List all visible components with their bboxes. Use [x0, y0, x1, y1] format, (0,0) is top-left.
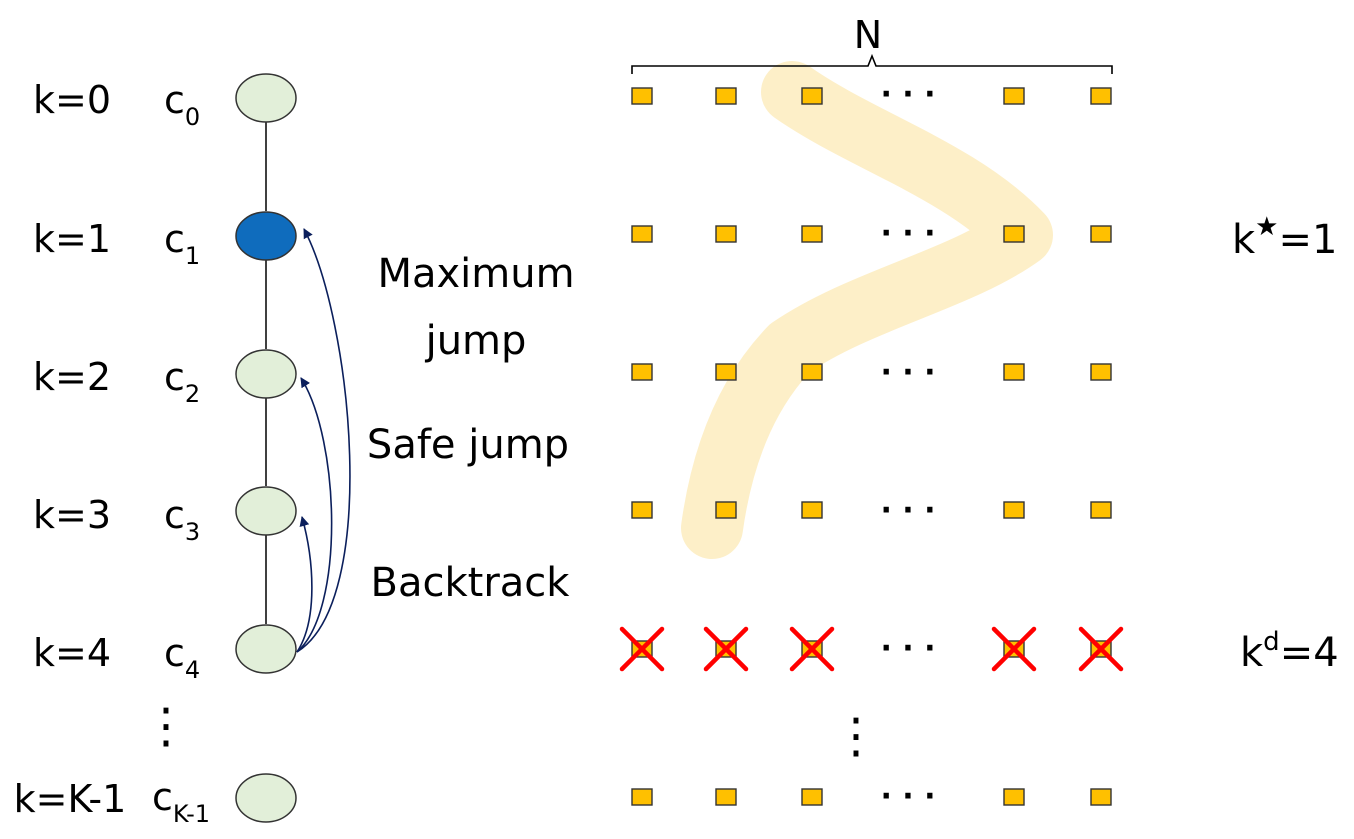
maximum-jump-arrow: [296, 228, 351, 653]
sample-square: [631, 225, 653, 243]
row-ellipsis: · · ·: [880, 216, 935, 251]
sample-square: [801, 87, 823, 105]
sample-square: [715, 788, 737, 806]
failure-cross: [991, 626, 1037, 672]
candidate-label: c3: [164, 493, 200, 546]
sample-square: [1003, 363, 1025, 381]
sample-square: [1003, 87, 1025, 105]
row-ellipses: · · · · · · · · · · · · · · · · · ·: [880, 77, 935, 814]
brace-label: N: [854, 13, 882, 57]
backtrack-label: Backtrack: [371, 560, 571, 606]
sample-square: [715, 363, 737, 381]
sample-square: [801, 501, 823, 519]
safe-jump-label: Safe jump: [367, 422, 569, 468]
sample-square: [631, 501, 653, 519]
maximum-jump-label-line2: jump: [425, 318, 527, 364]
level-label: k=0: [33, 78, 111, 122]
sample-square: [631, 87, 653, 105]
candidate-labels: c0 c1 c2 c3 c4 cK-1: [152, 78, 210, 828]
row-ellipsis: · · ·: [880, 493, 935, 528]
sample-square: [1090, 501, 1112, 519]
candidate-node: [235, 349, 297, 399]
level-label: k=4: [33, 631, 111, 675]
sample-square: [1003, 225, 1025, 243]
failure-cross: [789, 626, 835, 672]
candidate-label: c2: [164, 355, 200, 408]
row-ellipsis: · · ·: [880, 77, 935, 112]
failure-cross: [619, 626, 665, 672]
kstar-label: k★=1: [1232, 212, 1337, 263]
sample-square: [631, 363, 653, 381]
jump-arrows: [296, 228, 351, 653]
candidate-label: c0: [164, 78, 200, 131]
sample-square: [1090, 225, 1112, 243]
sample-square: [715, 87, 737, 105]
row-ellipsis: · · ·: [880, 631, 935, 666]
level-label: k=2: [33, 355, 111, 399]
candidate-node: [235, 211, 297, 261]
level-labels: k=0 k=1 k=2 k=3 k=4 k=K-1: [14, 78, 127, 821]
candidate-nodes: [235, 73, 297, 823]
candidate-node: [235, 773, 297, 823]
sample-square: [801, 788, 823, 806]
maximum-jump-label: Maximum: [377, 251, 574, 297]
candidate-label: c1: [164, 217, 200, 270]
level-label: k=1: [33, 217, 111, 261]
candidate-label: cK-1: [152, 775, 210, 828]
vertical-ellipsis: ⋮: [142, 698, 190, 754]
sample-square: [801, 363, 823, 381]
sample-square: [1090, 788, 1112, 806]
highlight-band: [681, 61, 1053, 559]
kd-label: kd=4: [1240, 627, 1339, 676]
sample-square: [715, 225, 737, 243]
failed-samples: [619, 626, 1124, 672]
failure-cross: [703, 626, 749, 672]
safe-jump-arrow: [296, 377, 333, 653]
candidate-node: [235, 73, 297, 123]
sample-square: [1090, 363, 1112, 381]
level-label: k=3: [33, 493, 111, 537]
sample-square: [715, 501, 737, 519]
backtrack-arrow: [296, 516, 313, 653]
failure-cross: [1078, 626, 1124, 672]
candidate-node: [235, 486, 297, 536]
row-ellipsis: · · ·: [880, 779, 935, 814]
row-ellipsis: · · ·: [880, 355, 935, 390]
brace: [631, 53, 1113, 74]
candidate-label: c4: [164, 631, 200, 684]
sample-square: [631, 788, 653, 806]
sample-square: [1003, 788, 1025, 806]
sample-grid: [631, 87, 1112, 806]
level-label: k=K-1: [14, 777, 127, 821]
candidate-node: [235, 624, 297, 674]
sample-square: [1003, 501, 1025, 519]
sample-square: [1090, 87, 1112, 105]
sample-square: [801, 225, 823, 243]
grid-vertical-ellipsis: ⋮: [832, 708, 880, 764]
